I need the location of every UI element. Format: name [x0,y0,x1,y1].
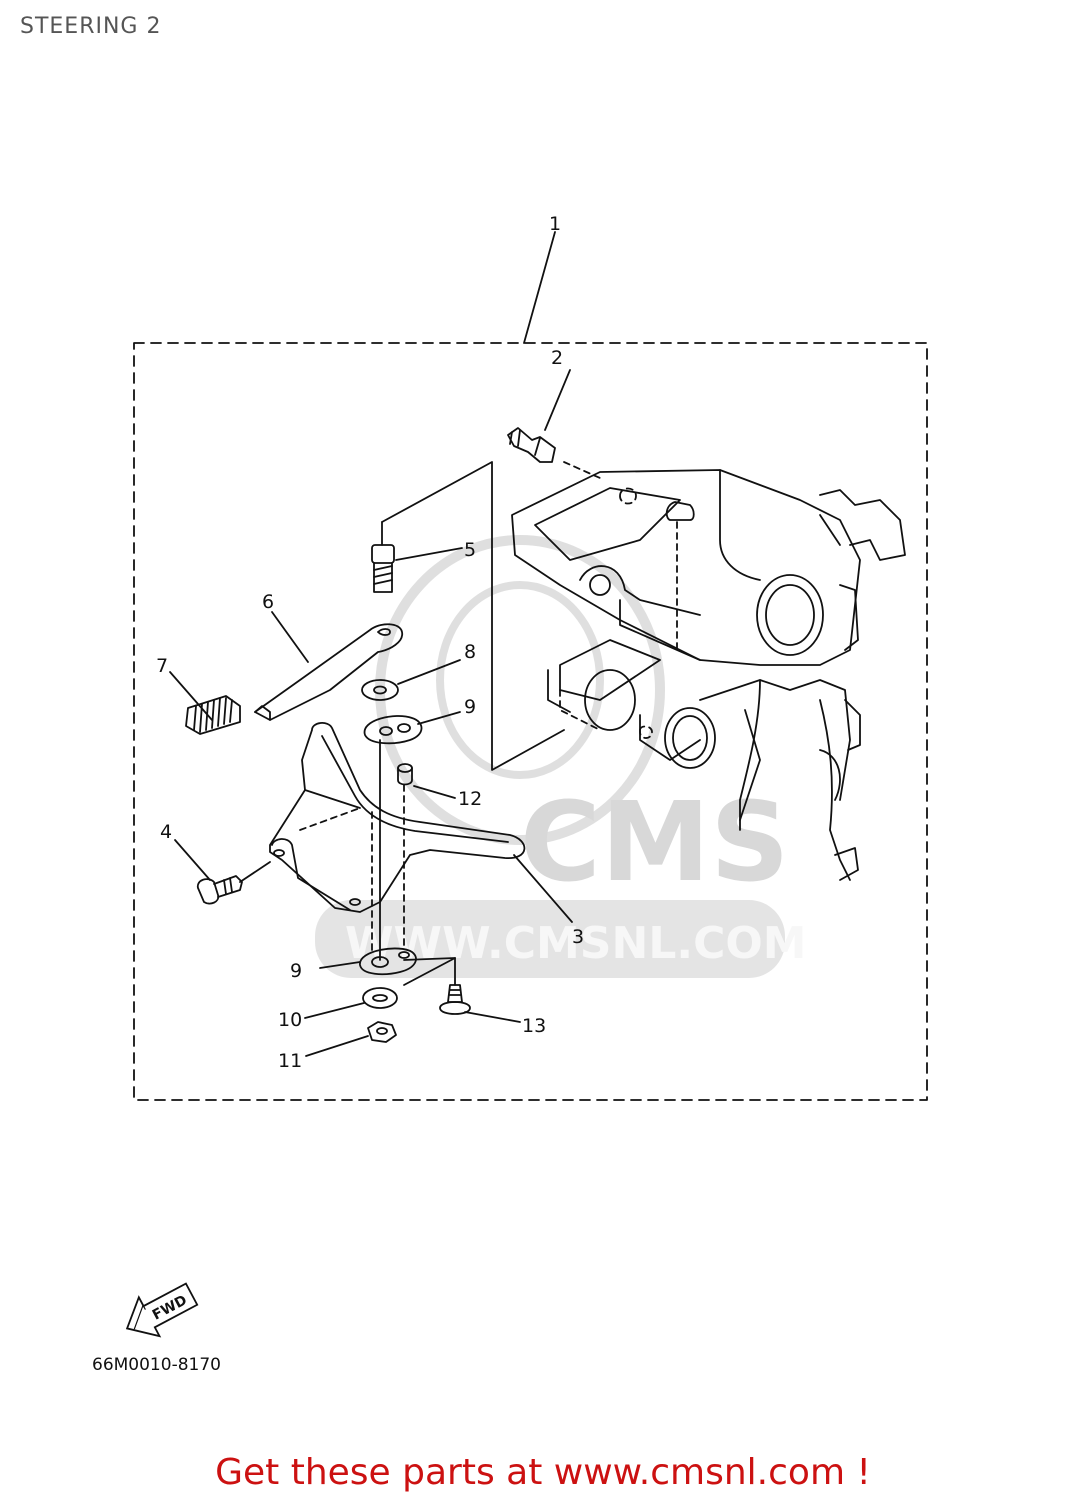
bolt-13 [439,984,471,1015]
leader-13 [464,1011,521,1023]
leader-5 [395,547,463,561]
leader-6 [271,611,309,663]
nut-11 [367,1021,397,1043]
diagram-part-code: 66M0010-8170 [92,1355,221,1375]
leader-3 [513,854,573,923]
bolt-4 [196,861,271,905]
promo-link[interactable]: Get these parts at www.cmsnl.com ! [215,1452,871,1493]
page-title: STEERING 2 [20,14,162,39]
fwd-arrow-icon: FWD [125,1282,199,1338]
washer-10 [362,987,398,1009]
leader-8 [397,659,461,685]
callout-2: 2 [551,347,563,369]
callout-9-lower: 9 [290,960,302,982]
plate-9-upper [363,715,423,745]
assembly-frame [133,342,928,1101]
cms-watermark: CMS WWW.CMSNL.COM [315,535,807,978]
grease-nipple [507,427,556,463]
callout-3: 3 [572,926,584,948]
leader-2 [544,369,571,431]
plate-9-lower [359,947,417,976]
callout-4: 4 [160,821,172,843]
hidden-lines [299,461,678,951]
callout-9-upper: 9 [464,696,476,718]
assembly-line-5 [381,461,565,771]
steering-friction-bolt [371,544,395,593]
leader-4 [174,839,211,881]
washer-8 [361,679,399,701]
collar-12 [397,763,413,786]
callout-12: 12 [458,788,482,810]
callout-1: 1 [549,213,561,235]
watermark-brand: CMS [520,778,789,906]
grip-rubber [185,695,241,735]
callout-8: 8 [464,641,476,663]
leader-7 [169,671,213,721]
leader-9-lower [319,961,361,969]
callout-5: 5 [464,539,476,561]
callout-10: 10 [278,1009,302,1031]
leader-10 [304,1002,365,1019]
callout-13: 13 [522,1015,546,1037]
callout-7: 7 [156,655,168,677]
leader-9-upper [417,711,461,725]
leader-11 [305,1035,369,1057]
friction-plate [254,623,403,721]
callout-6: 6 [262,591,274,613]
watermark-url: WWW.CMSNL.COM [345,918,807,969]
leader-12 [413,785,456,799]
leader-1 [523,231,556,344]
steering-bracket [269,722,526,913]
callout-11: 11 [278,1050,302,1072]
